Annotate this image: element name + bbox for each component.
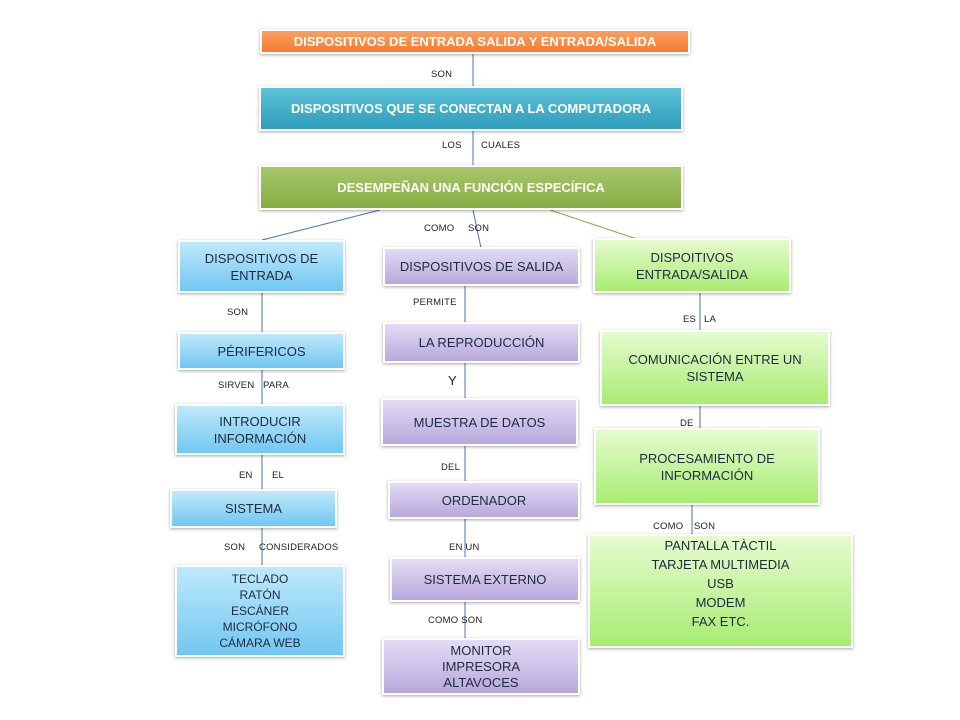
list-item: USB (707, 576, 734, 591)
comunicacion-node-text: COMUNICACIÓN ENTRE UN SISTEMA (628, 352, 802, 384)
reproduccion-node: LA REPRODUCCIÓN (383, 322, 580, 363)
list-item: CÁMARA WEB (219, 636, 301, 650)
perifericos-node-text: PÉRIFERICOS (217, 343, 306, 359)
sistema-externo-node-text: SISTEMA EXTERNO (423, 572, 547, 587)
reproduccion-node-text: LA REPRODUCCIÓN (418, 335, 545, 350)
label-son-sistema: SON (224, 542, 246, 553)
label-es: ES (683, 314, 697, 325)
es-node: DISPOITIVOS ENTRADA/SALIDA (593, 238, 791, 293)
list-item: FAX ETC. (691, 614, 750, 629)
label-considerados: CONSIDERADOS (259, 542, 339, 553)
label-en: EN (239, 470, 253, 481)
label-son-es: SON (694, 521, 716, 532)
ordenador-node: ORDENADOR (388, 481, 580, 519)
label-son-entrada: SON (227, 307, 249, 318)
conectan-node-text: DISPOSITIVOS QUE SE CONECTAN A LA COMPUT… (291, 101, 651, 116)
label-del: DEL (441, 462, 461, 473)
es-node-text: DISPOITIVOS ENTRADA/SALIDA (636, 249, 748, 282)
list-item: MONITOR (450, 642, 512, 658)
label-para: PARA (263, 380, 289, 391)
label-el: EL (272, 470, 285, 481)
conectan-node: DISPOSITIVOS QUE SE CONECTAN A LA COMPUT… (259, 86, 683, 131)
root-node-text: DISPOSITIVOS DE ENTRADA SALIDA Y ENTRADA… (293, 34, 657, 49)
label-y: Y (448, 373, 457, 388)
sistema-node-text: SISTEMA (224, 501, 283, 516)
list-item: ESCÁNER (230, 604, 289, 618)
funcion-node-text: DESEMPEÑAN UNA FUNCIÓN ESPECÍFICA (337, 180, 605, 195)
label-como: COMO (424, 223, 455, 234)
label-son-branch: SON (468, 223, 490, 234)
funcion-node: DESEMPEÑAN UNA FUNCIÓN ESPECÍFICA (259, 165, 683, 210)
perifericos-node: PÉRIFERICOS (178, 332, 345, 370)
label-en-un: EN UN (449, 542, 480, 553)
entrada-node-text: DISPOSITIVOS DE ENTRADA (204, 250, 319, 283)
entrada-node: DISPOSITIVOS DE ENTRADA (178, 240, 345, 293)
label-de: DE (680, 418, 694, 429)
list-item: RATÓN (239, 588, 281, 602)
ordenador-node-text: ORDENADOR (441, 492, 527, 508)
muestra-node: MUESTRA DE DATOS (381, 398, 578, 446)
salida-node-text: DISPOSITIVOS DE SALIDA (399, 259, 564, 274)
list-item: MODEM (695, 595, 746, 610)
list-item: TECLADO (231, 572, 289, 586)
root-node: DISPOSITIVOS DE ENTRADA SALIDA Y ENTRADA… (260, 29, 690, 54)
label-cuales: CUALES (481, 140, 521, 151)
label-como-son-salida: COMO SON (428, 615, 483, 626)
label-sirven: SIRVEN (218, 380, 255, 391)
sistema-externo-node: SISTEMA EXTERNO (390, 557, 580, 602)
list-item: ALTAVOCES (443, 674, 519, 690)
list-item: MICRÓFONO (222, 620, 298, 634)
procesamiento-node-text: PROCESAMIENTO DE INFORMACIÓN (639, 450, 775, 483)
label-la: LA (704, 314, 717, 325)
label-permite: PERMITE (413, 297, 457, 308)
muestra-node-text: MUESTRA DE DATOS (413, 414, 546, 430)
label-los: LOS (442, 140, 462, 151)
label-son: SON (431, 69, 453, 80)
entrada-items-node: TECLADO RATÓN ESCÁNER MICRÓFONO CÁMARA W… (175, 565, 345, 657)
label-como-es: COMO (653, 521, 684, 532)
es-items-node: PANTALLA TÀCTIL TARJETA MULTIMEDIA USB M… (588, 534, 853, 648)
list-item: TARJETA MULTIMEDIA (651, 557, 790, 572)
list-item: PANTALLA TÀCTIL (664, 538, 777, 553)
sistema-node: SISTEMA (170, 489, 337, 528)
salida-items-node: MONITOR IMPRESORA ALTAVOCES (382, 638, 580, 695)
introducir-node: INTRODUCIR INFORMACIÓN (175, 404, 345, 455)
introducir-node-text: INTRODUCIR INFORMACIÓN (213, 413, 307, 446)
procesamiento-node: PROCESAMIENTO DE INFORMACIÓN (594, 428, 820, 505)
comunicacion-node: COMUNICACIÓN ENTRE UN SISTEMA (600, 330, 830, 406)
list-item: IMPRESORA (441, 658, 520, 674)
salida-node: DISPOSITIVOS DE SALIDA (383, 247, 580, 286)
